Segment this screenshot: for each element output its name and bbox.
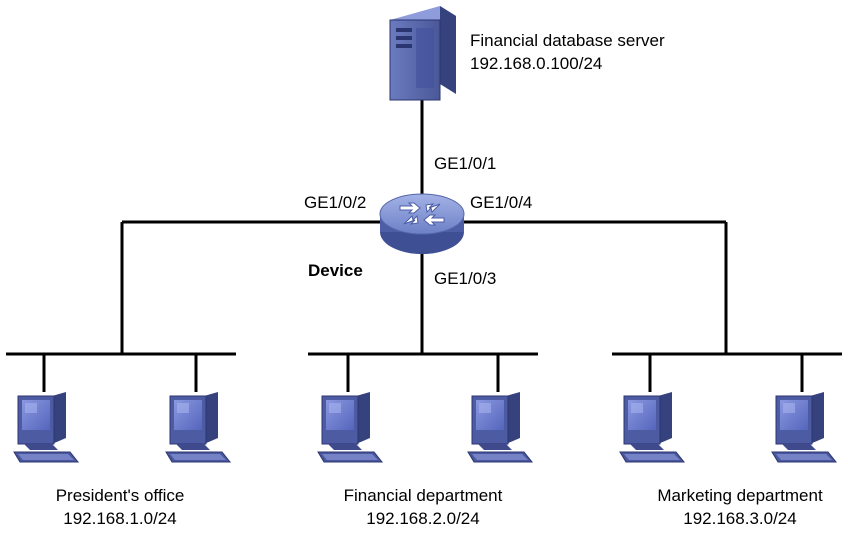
pc-icon <box>317 391 383 463</box>
port-label-ge1-0-1: GE1/0/1 <box>434 154 496 173</box>
pc-icon <box>467 391 533 463</box>
device-label: Device <box>308 261 363 280</box>
server-name: Financial database server <box>470 31 665 50</box>
group-subnet-marketing: 192.168.3.0/24 <box>683 509 796 528</box>
server-icon <box>389 6 456 101</box>
server-ip: 192.168.0.100/24 <box>470 54 602 73</box>
pc-icon <box>165 391 231 463</box>
group-subnet-financial: 192.168.2.0/24 <box>366 509 479 528</box>
port-label-ge1-0-4: GE1/0/4 <box>470 193 532 212</box>
switch-icon <box>379 193 465 254</box>
pc-icon <box>619 391 685 463</box>
pc-icon <box>771 391 837 463</box>
port-label-ge1-0-2: GE1/0/2 <box>304 193 366 212</box>
group-name-marketing: Marketing department <box>657 486 823 505</box>
port-label-ge1-0-3: GE1/0/3 <box>434 269 496 288</box>
group-subnet-president: 192.168.1.0/24 <box>63 509 176 528</box>
group-name-president: President's office <box>56 486 185 505</box>
pc-icon <box>13 391 79 463</box>
group-name-financial: Financial department <box>344 486 503 505</box>
